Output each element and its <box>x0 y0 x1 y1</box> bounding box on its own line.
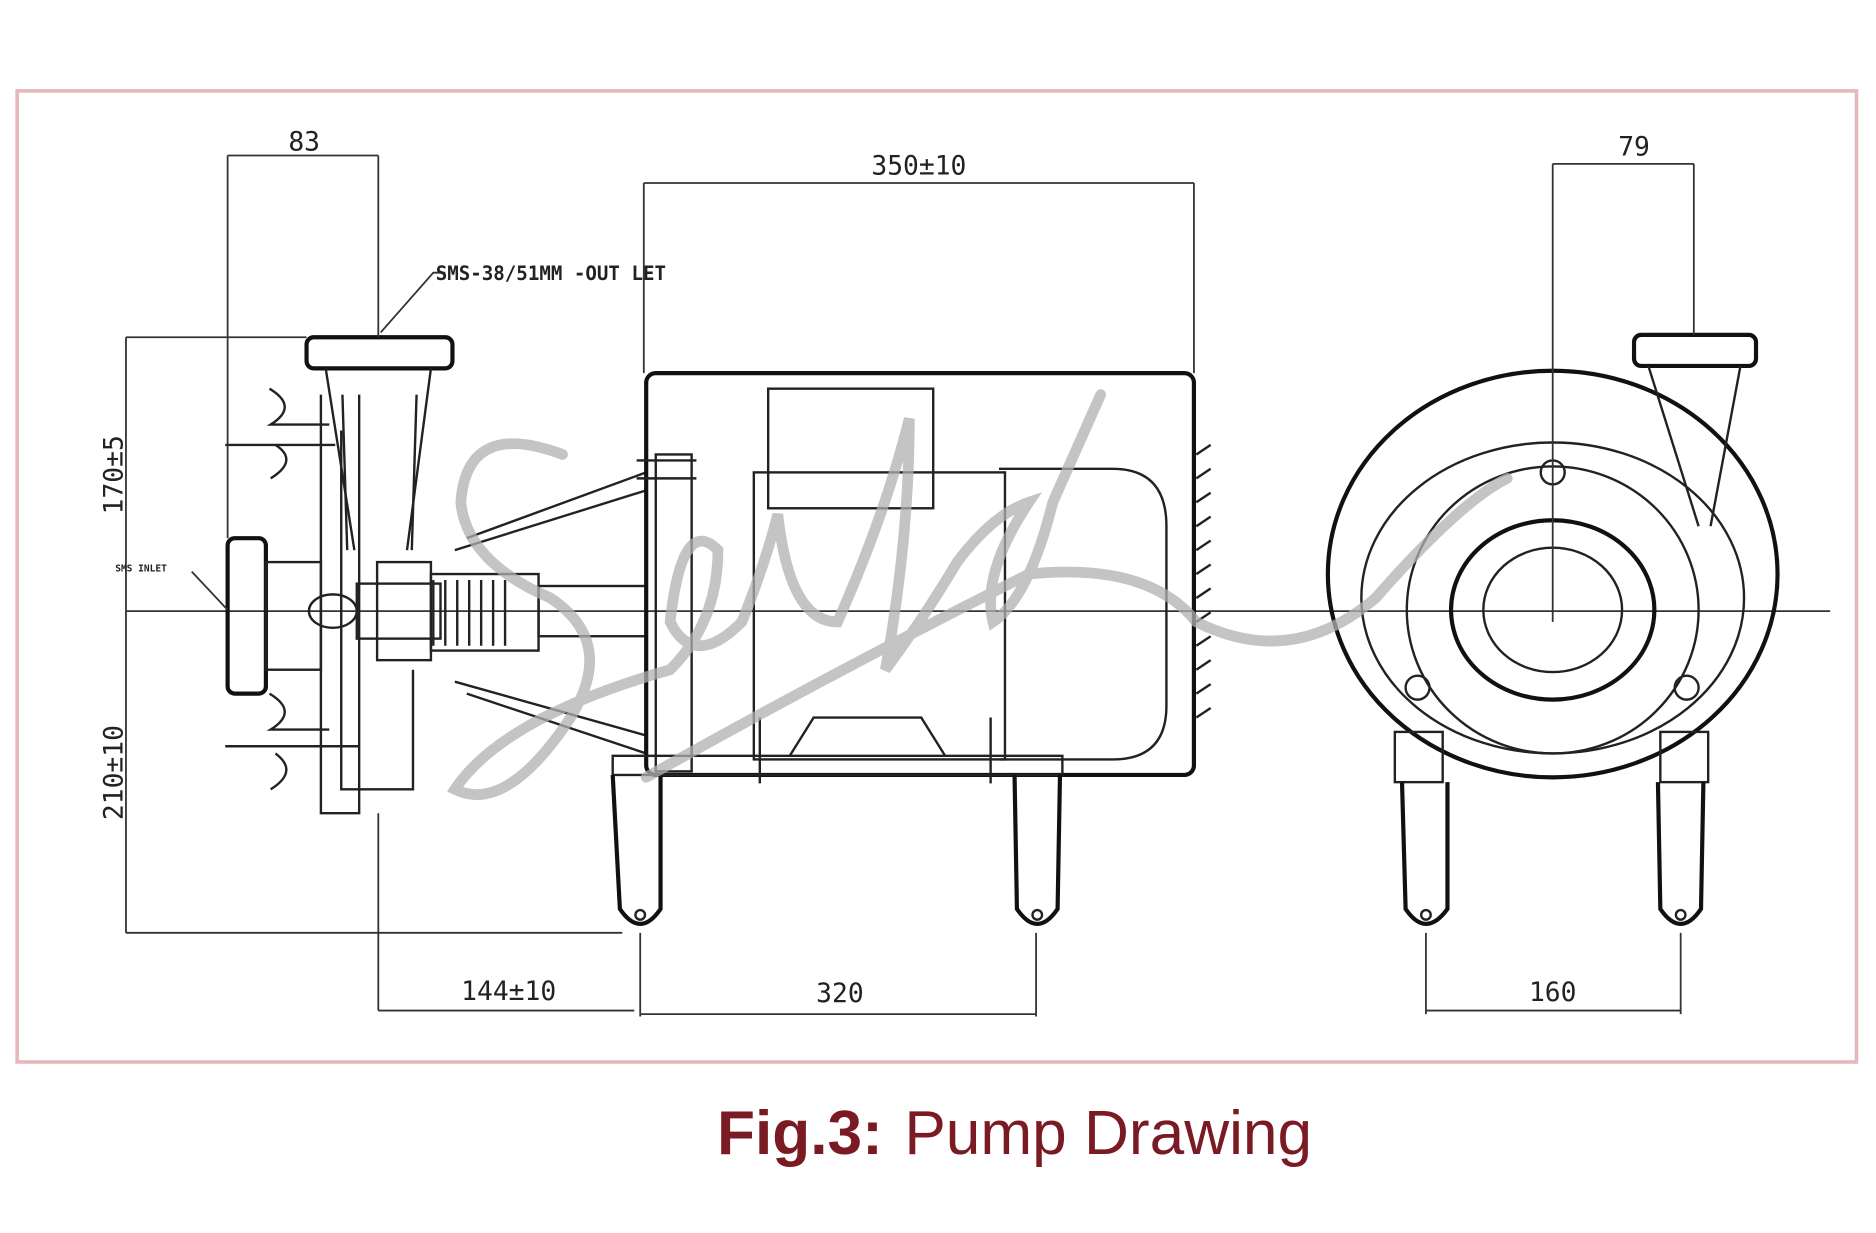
dim-motor-length: 350±10 <box>871 152 966 182</box>
caption-number: Fig.3: <box>717 1099 883 1168</box>
dim-lower-height: 210±10 <box>99 725 129 820</box>
dim-upper-height: 170±5 <box>99 435 129 514</box>
outlet-annotation: SMS-38/51MM -OUT LET <box>436 262 666 285</box>
dim-side-flange: 79 <box>1618 132 1650 162</box>
pump-head <box>225 335 648 815</box>
dim-front-offset: 144±10 <box>461 977 556 1007</box>
figure-caption: Fig.3: Pump Drawing <box>717 1099 1312 1168</box>
motor <box>610 371 1212 926</box>
inlet-annotation: SMS INLET <box>115 564 167 575</box>
caption-title: Pump Drawing <box>904 1099 1312 1168</box>
dim-side-foot-spacing: 160 <box>1529 978 1577 1008</box>
watermark-signature <box>446 389 1513 800</box>
dim-foot-spacing: 320 <box>816 979 863 1009</box>
dim-flange-width: 83 <box>288 128 320 158</box>
figure-frame <box>15 89 1859 1064</box>
dimension-lines <box>125 154 1695 1017</box>
